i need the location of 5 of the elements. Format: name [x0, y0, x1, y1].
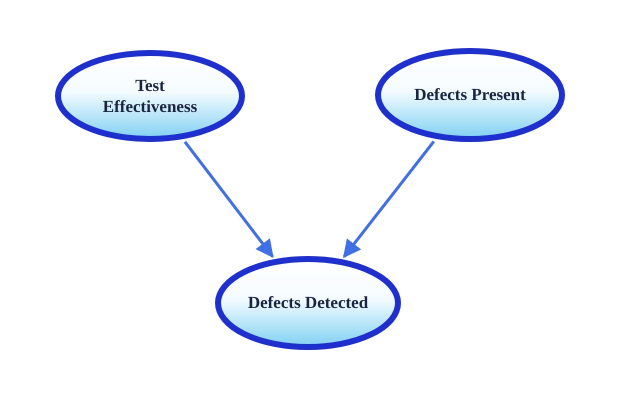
- node-label: Defects Detected: [248, 292, 368, 314]
- node-label: Defects Present: [414, 84, 526, 106]
- node-label: Test Effectiveness: [102, 74, 198, 118]
- arrow: [342, 140, 435, 258]
- arrow: [184, 140, 274, 258]
